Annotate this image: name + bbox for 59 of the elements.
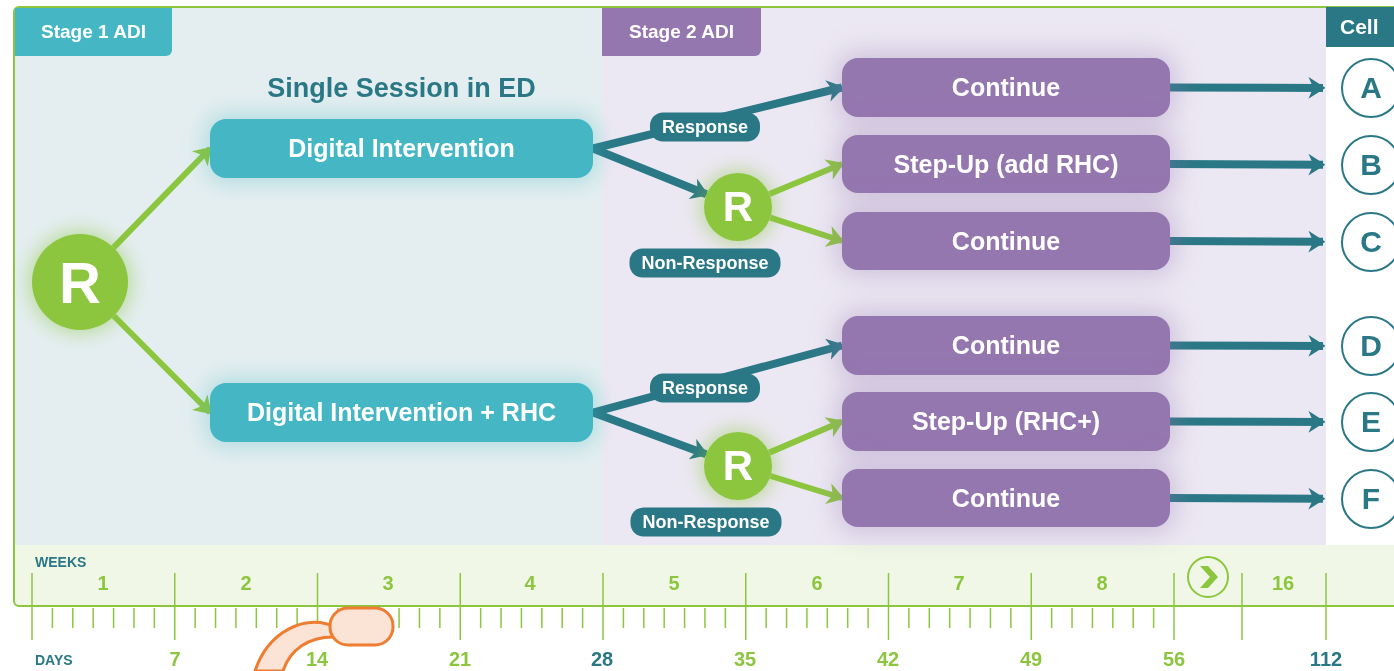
cell-circle: C [1341,212,1394,272]
edge-label: Response [650,373,761,403]
stage-tab: Cell [1326,7,1394,47]
arrow [768,417,845,456]
treatment-box: Continue [842,316,1170,375]
cell-circle: B [1341,135,1394,195]
branch-label: Non-Response [630,507,782,537]
cell-circle: D [1341,316,1394,376]
stage-tab: Stage 1 ADI [15,8,172,56]
week-number: 4 [524,571,536,595]
randomization-circle: R [704,432,772,500]
stage-tab: Stage 2 ADI [602,8,761,56]
randomization-circle: R [32,234,128,330]
edge-label: Response [650,112,761,142]
arrow [1170,334,1326,357]
day-number: 56 [1162,647,1186,671]
stage-panel [602,8,1326,545]
day-number: 28 [590,647,614,671]
treatment-box: Step-Up (RHC+) [842,392,1170,451]
cell-circle: F [1341,469,1394,529]
day-number: 14 [305,647,329,671]
arrow [111,313,213,415]
treatment-box: Continue [842,469,1170,527]
day-number: 21 [448,647,472,671]
treatment-box: Continue [842,58,1170,117]
intervention-box: Digital Intervention [210,119,593,178]
stage-panel [15,8,602,545]
week-number: 6 [811,571,823,595]
randomization-circle: R [704,173,772,241]
arrow [1170,410,1326,433]
treatment-box: Step-Up (add RHC) [842,135,1170,193]
day-number: 112 [1309,647,1343,671]
week-number: 16 [1271,571,1295,595]
week-number: 7 [953,571,965,595]
arrow [768,159,845,197]
week-number: 8 [1096,571,1108,595]
axis-title: WEEKS [35,554,87,570]
intervention-box: Digital Intervention + RHC [210,383,593,442]
week-number: 5 [668,571,680,595]
arrow [1170,76,1326,99]
day-number: 35 [733,647,757,671]
day-number: 42 [876,647,900,671]
branch-label: Non-Response [629,248,781,278]
arrow [769,214,845,247]
arrow [1170,230,1326,253]
week-number: 3 [382,571,394,595]
week-number: 2 [240,571,252,595]
axis-title: DAYS [35,652,73,668]
day-number: 7 [169,647,181,671]
arrow [1170,153,1326,176]
section-heading: Single Session in ED [267,72,536,103]
arrow [1170,487,1326,510]
treatment-box: Continue [842,212,1170,270]
week-number: 1 [97,571,109,595]
cell-circle: A [1341,58,1394,118]
day-number: 49 [1019,647,1043,671]
arrow [111,146,213,250]
arrow [769,473,845,505]
cell-circle: E [1341,392,1394,452]
